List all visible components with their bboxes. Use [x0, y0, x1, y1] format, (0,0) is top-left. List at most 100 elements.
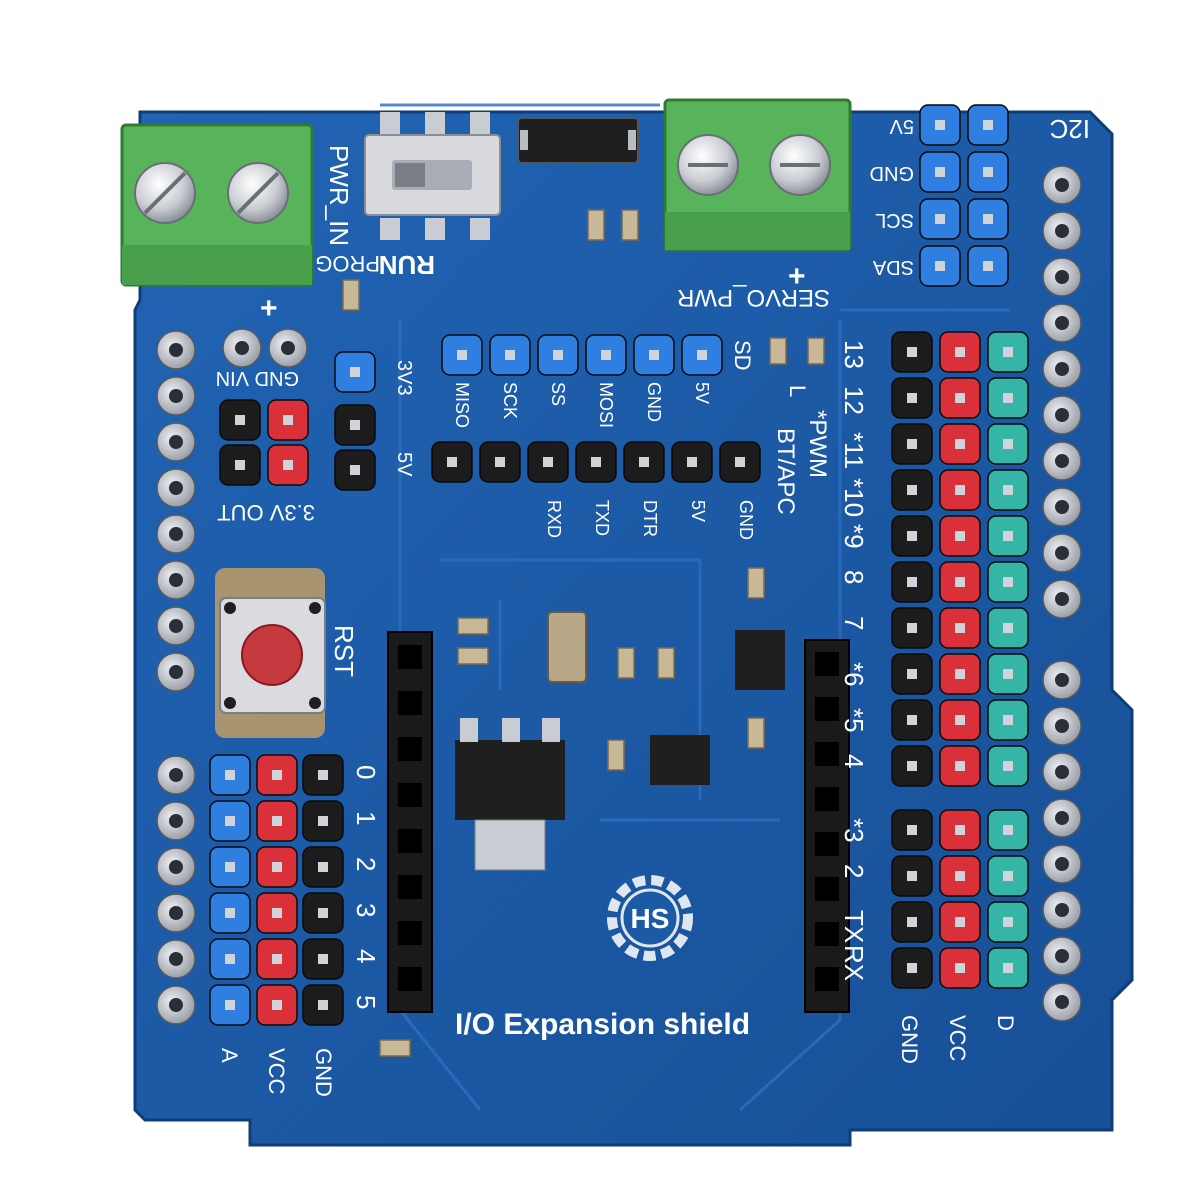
i2c-pin[interactable]: [967, 245, 1009, 287]
analog-gnd-pin[interactable]: [302, 892, 344, 934]
bt-header-pin[interactable]: [623, 441, 665, 483]
digital-d-pin[interactable]: [987, 515, 1029, 557]
sd-header-pin[interactable]: [633, 334, 675, 376]
analog-vcc-pin[interactable]: [256, 846, 298, 888]
digital-gnd-pin[interactable]: [891, 947, 933, 989]
digital-vcc-pin[interactable]: [939, 809, 981, 851]
bt-header-pin[interactable]: [527, 441, 569, 483]
digital-d-pin[interactable]: [987, 855, 1029, 897]
sd-header-pin[interactable]: [537, 334, 579, 376]
digital-d-pin[interactable]: [987, 423, 1029, 465]
out-3v3-pin[interactable]: [219, 399, 261, 441]
reset-button[interactable]: [215, 568, 326, 738]
analog-vcc-pin[interactable]: [256, 754, 298, 796]
plus-left: +: [260, 292, 278, 325]
digital-gnd-pin[interactable]: [891, 377, 933, 419]
analog-gnd-pin[interactable]: [302, 754, 344, 796]
analog-gnd-pin[interactable]: [302, 938, 344, 980]
digital-d-pin[interactable]: [987, 561, 1029, 603]
analog-a-pin[interactable]: [209, 754, 251, 796]
bt-header-pin[interactable]: [479, 441, 521, 483]
analog-vcc-pin[interactable]: [256, 984, 298, 1026]
run-prog-switch[interactable]: [364, 112, 501, 240]
digital-gnd-pin[interactable]: [891, 745, 933, 787]
digital-vcc-pin[interactable]: [939, 423, 981, 465]
analog-a-pin[interactable]: [209, 846, 251, 888]
i2c-pin[interactable]: [919, 151, 961, 193]
digital-gnd-pin[interactable]: [891, 469, 933, 511]
digital-d-pin[interactable]: [987, 653, 1029, 695]
voltage-jumper-pin[interactable]: [334, 351, 376, 393]
analog-a-pin[interactable]: [209, 800, 251, 842]
digital-vcc-pin[interactable]: [939, 561, 981, 603]
out-3v3-pin[interactable]: [267, 399, 309, 441]
digital-d-pin[interactable]: [987, 607, 1029, 649]
digital-gnd-pin[interactable]: [891, 607, 933, 649]
i2c-pin[interactable]: [967, 151, 1009, 193]
digital-vcc-pin[interactable]: [939, 855, 981, 897]
bt-header-pin[interactable]: [431, 441, 473, 483]
sd-header-pin[interactable]: [441, 334, 483, 376]
digital-gnd-pin[interactable]: [891, 331, 933, 373]
analog-gnd-pin[interactable]: [302, 800, 344, 842]
digital-gnd-pin[interactable]: [891, 561, 933, 603]
digital-gnd-pin[interactable]: [891, 515, 933, 557]
analog-a-pin[interactable]: [209, 938, 251, 980]
digital-d-pin[interactable]: [987, 331, 1029, 373]
pin-headers[interactable]: [156, 104, 1082, 1026]
bt-pin-label: TXD: [592, 500, 612, 536]
digital-gnd-pin[interactable]: [891, 699, 933, 741]
out-3v3-pin[interactable]: [267, 444, 309, 486]
digital-d-pin[interactable]: [987, 947, 1029, 989]
analog-gnd-pin[interactable]: [302, 984, 344, 1026]
i2c-pin[interactable]: [967, 198, 1009, 240]
analog-a-pin[interactable]: [209, 892, 251, 934]
digital-d-pin[interactable]: [987, 699, 1029, 741]
analog-a-pin[interactable]: [209, 984, 251, 1026]
digital-d-pin[interactable]: [987, 901, 1029, 943]
digital-d-pin[interactable]: [987, 809, 1029, 851]
digital-vcc-pin[interactable]: [939, 377, 981, 419]
digital-vcc-pin[interactable]: [939, 745, 981, 787]
power-input-terminal[interactable]: [120, 123, 314, 287]
digital-vcc-pin[interactable]: [939, 947, 981, 989]
sd-header-pin[interactable]: [681, 334, 723, 376]
digital-vcc-pin[interactable]: [939, 331, 981, 373]
digital-d-pin[interactable]: [987, 469, 1029, 511]
digital-vcc-pin[interactable]: [939, 469, 981, 511]
i2c-pin[interactable]: [967, 104, 1009, 146]
digital-gnd-pin[interactable]: [891, 423, 933, 465]
digital-gnd-pin[interactable]: [891, 855, 933, 897]
digital-gnd-pin[interactable]: [891, 653, 933, 695]
voltage-jumper-pin[interactable]: [334, 404, 376, 446]
analog-vcc-pin[interactable]: [256, 892, 298, 934]
digital-vcc-pin[interactable]: [939, 699, 981, 741]
stacking-socket-left[interactable]: [387, 631, 433, 1013]
i2c-pin[interactable]: [919, 198, 961, 240]
edge-pad-right: [1042, 579, 1082, 619]
analog-vcc-pin[interactable]: [256, 938, 298, 980]
sd-header-pin[interactable]: [585, 334, 627, 376]
analog-vcc-pin[interactable]: [256, 800, 298, 842]
voltage-jumper-pin[interactable]: [334, 449, 376, 491]
analog-gnd-pin[interactable]: [302, 846, 344, 888]
sd-header-pin[interactable]: [489, 334, 531, 376]
digital-pin-label: *11: [839, 432, 869, 469]
out-3v3-pin[interactable]: [219, 444, 261, 486]
bt-header-pin[interactable]: [575, 441, 617, 483]
digital-gnd-pin[interactable]: [891, 809, 933, 851]
i2c-pin[interactable]: [919, 245, 961, 287]
bt-header-pin[interactable]: [719, 441, 761, 483]
digital-vcc-pin[interactable]: [939, 901, 981, 943]
digital-vcc-pin[interactable]: [939, 653, 981, 695]
servo-power-terminal[interactable]: [663, 98, 852, 252]
digital-vcc-pin[interactable]: [939, 515, 981, 557]
digital-gnd-pin[interactable]: [891, 901, 933, 943]
i2c-pin[interactable]: [919, 104, 961, 146]
digital-d-pin[interactable]: [987, 745, 1029, 787]
edge-pad-right: [1042, 441, 1082, 481]
bt-header-pin[interactable]: [671, 441, 713, 483]
socket-hole: [815, 652, 839, 676]
digital-d-pin[interactable]: [987, 377, 1029, 419]
digital-vcc-pin[interactable]: [939, 607, 981, 649]
